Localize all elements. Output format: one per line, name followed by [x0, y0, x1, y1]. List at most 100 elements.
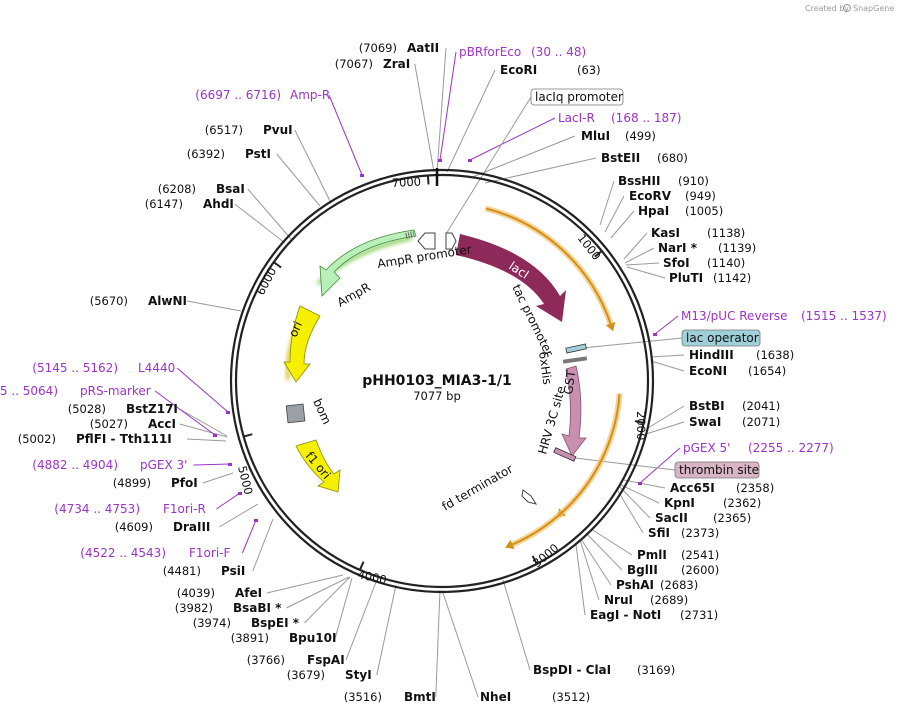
feature-laciq-promoter: lacIq promoter: [530, 88, 624, 106]
orf-arc-2: [561, 393, 621, 513]
site-position: (2683): [660, 578, 698, 592]
site-name: SacII: [655, 511, 688, 525]
site-leader: [435, 589, 441, 698]
site-leader: [624, 247, 655, 264]
his-tag-label: 6xHis: [536, 350, 555, 385]
site-name: PluTI: [669, 271, 703, 285]
site-leader: [446, 69, 496, 173]
site-leader: [266, 574, 344, 594]
site-position: (5002): [18, 432, 56, 446]
laci-arrow: [456, 234, 566, 322]
site-leader: [436, 47, 447, 173]
site-position: (1638): [756, 348, 794, 362]
hrv-site-mark: [553, 447, 577, 462]
site-position: (63): [577, 63, 601, 77]
site-aatii: AatII(7069): [359, 41, 439, 55]
primer-f1ori-f: F1ori-F(4522 .. 4543): [80, 546, 230, 560]
site-bpu10i: Bpu10I(3891): [231, 631, 337, 645]
f1-ori-arrow: [295, 439, 341, 493]
site-name: PmlI: [637, 548, 667, 562]
site-hindiii: HindIII (1638): [689, 348, 794, 362]
site-name: BstEII: [601, 151, 640, 165]
site-bsai: BsaI(6208): [158, 182, 245, 196]
site-name: NruI: [604, 593, 633, 607]
site-leader: [234, 203, 286, 244]
site-name: StyI: [345, 668, 372, 682]
site-position: (3766): [247, 653, 285, 667]
site-bglii: BglII(2600): [627, 563, 719, 577]
primer-binding-mark: [254, 519, 258, 522]
site-leader: [579, 539, 600, 601]
gst-arrow: [561, 365, 587, 457]
site-bsshii: BssHII(910): [618, 174, 709, 188]
primer-name: L4440: [138, 361, 175, 375]
plasmid-name: pHH0103_MIA3-1/1: [362, 373, 512, 389]
site-position: (2358): [736, 481, 774, 495]
site-leader: [604, 195, 625, 233]
site-name: AfeI: [235, 586, 262, 600]
site-draiii: DraIII(4609): [115, 520, 211, 534]
site-position: (2365): [713, 511, 751, 525]
site-name: BspEI *: [251, 616, 300, 630]
site-name: ZraI: [383, 57, 410, 71]
credit-brand: SnapGene: [853, 4, 894, 13]
site-leader: [247, 188, 292, 240]
site-name: BstBI: [689, 399, 725, 413]
site-pshai: PshAI(2683): [616, 578, 698, 592]
site-styi: StyI(3679): [287, 668, 372, 682]
site-bsabi: BsaBI *(3982): [175, 601, 282, 615]
site-position: (6517): [205, 123, 243, 137]
site-afei: AfeI(4039): [177, 586, 262, 600]
site-position: (1005): [685, 204, 723, 218]
primer-pgex-3: pGEX 3'(4882 .. 4904): [32, 458, 187, 472]
plasmid-title: pHH0103_MIA3-1/1 7077 bp: [362, 373, 512, 403]
site-name: BmtI: [404, 690, 436, 704]
primer-leader: [154, 390, 216, 436]
primer-range: (5145 .. 5162): [32, 361, 118, 375]
site-psii: PsiI(4481): [163, 564, 246, 578]
site-alwni: AlwNI(5670): [90, 294, 187, 308]
site-leader: [650, 360, 685, 372]
site-position: (3512): [552, 690, 590, 704]
primer-range: (4734 .. 4753): [54, 502, 140, 516]
site-hpai: HpaI(1005): [638, 204, 723, 218]
site-name: AccI: [148, 417, 176, 431]
snapgene-logo: Created by SnapGene: [805, 4, 894, 13]
primer-binding-mark: [238, 492, 242, 495]
site-acci: AccI(5027): [90, 417, 176, 431]
orf-arc-1: [485, 207, 612, 325]
site-position: (2689): [650, 593, 688, 607]
primer-name: Amp-R: [290, 88, 330, 102]
backbone: [229, 168, 655, 594]
primer-leader: [241, 519, 257, 554]
feature-leader: [574, 457, 676, 471]
site-leader: [294, 129, 331, 202]
primer-binding-mark: [653, 333, 657, 336]
site-kasi: KasI(1138): [651, 226, 745, 240]
site-leader: [414, 63, 435, 173]
hrv-site-label: HRV 3C site: [535, 384, 568, 455]
site-name: EcoRI: [500, 63, 537, 77]
site-position: (3982): [175, 601, 213, 615]
primer-binding-mark: [468, 159, 472, 162]
site-name: EcoRV: [629, 189, 672, 203]
site-bspei: BspEI *(3974): [193, 616, 300, 630]
site-position: (4481): [163, 564, 201, 578]
site-leader: [334, 577, 353, 639]
site-name: NheI: [480, 690, 511, 704]
site-name: HindIII: [689, 348, 734, 362]
site-zrai: ZraI(7067): [335, 57, 410, 71]
ruler-label-2000: 2000: [634, 411, 648, 440]
site-name: NarI *: [658, 241, 698, 255]
primer-pgex-5: pGEX 5'(2255 .. 2277): [683, 441, 834, 455]
site-position: (6208): [158, 182, 196, 196]
site-ecori: EcoRI (63): [500, 63, 601, 77]
site-bstbi: BstBI(2041): [689, 399, 780, 413]
site-name: PflFI - Tth111I: [76, 432, 172, 446]
primer-binding-mark: [226, 411, 230, 414]
fd-terminator-arrow: [521, 489, 538, 505]
primer-range: (1515 .. 1537): [801, 309, 887, 323]
feature-box: [530, 88, 624, 106]
primer-binding-mark: [360, 174, 364, 177]
